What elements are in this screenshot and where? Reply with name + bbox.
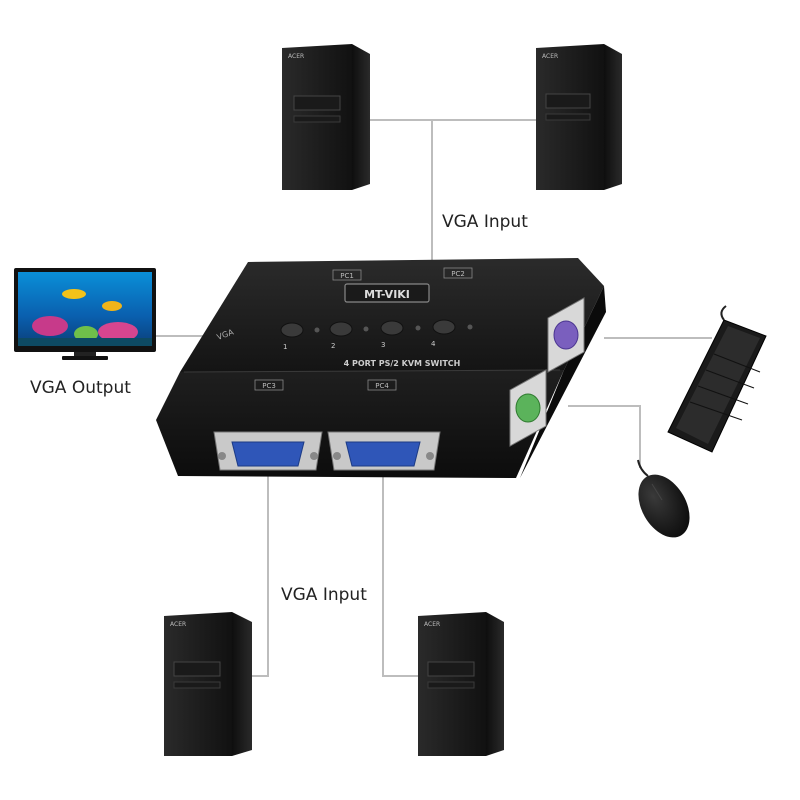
pc-tower-icon: ACER — [164, 612, 252, 756]
svg-text:ACER: ACER — [424, 621, 440, 628]
line-bottom-right — [382, 470, 418, 677]
line-mouse — [568, 405, 641, 468]
button-number-1: 1 — [283, 343, 287, 351]
ps2-keyboard-port — [547, 297, 585, 373]
pc-tower-icon: ACER — [536, 44, 622, 190]
select-buttons: 1 2 3 4 — [280, 319, 473, 351]
brand-label: MT-VIKI — [364, 288, 410, 301]
vga-port-pc3 — [213, 431, 323, 471]
port-label-pc1: PC1 — [340, 272, 354, 280]
select-button-4[interactable] — [432, 319, 456, 335]
vga-output-label: VGA Output — [30, 378, 131, 398]
port-label-pc2: PC2 — [451, 270, 465, 278]
svg-text:ACER: ACER — [542, 53, 558, 60]
vga-input-label-bottom: VGA Input — [281, 585, 367, 605]
button-number-3: 3 — [381, 341, 385, 349]
port-label-pc4: PC4 — [375, 382, 389, 390]
monitor-icon — [14, 268, 156, 360]
button-number-2: 2 — [331, 342, 335, 350]
keyboard-icon — [667, 305, 767, 453]
mouse-icon — [637, 459, 690, 538]
pc-tower-icon: ACER — [282, 44, 370, 190]
select-button-3[interactable] — [380, 320, 404, 336]
button-number-4: 4 — [431, 340, 436, 348]
connection-lines — [156, 119, 712, 677]
line-bottom-left — [250, 470, 269, 677]
kvm-switch-icon: MT-VIKI PC1 PC2 VGA 1 2 3 4 4 PORT PS/2 … — [156, 258, 606, 478]
pc-tower-icon: ACER — [418, 612, 504, 756]
svg-text:ACER: ACER — [288, 53, 304, 60]
vga-port-pc4 — [327, 431, 441, 471]
vga-input-label-top: VGA Input — [442, 212, 528, 232]
model-text: 4 PORT PS/2 KVM SWITCH — [344, 359, 461, 368]
ps2-mouse-port — [509, 369, 547, 447]
svg-text:ACER: ACER — [170, 621, 186, 628]
port-label-pc3: PC3 — [262, 382, 276, 390]
select-button-1[interactable] — [280, 322, 304, 338]
select-button-2[interactable] — [329, 321, 353, 337]
